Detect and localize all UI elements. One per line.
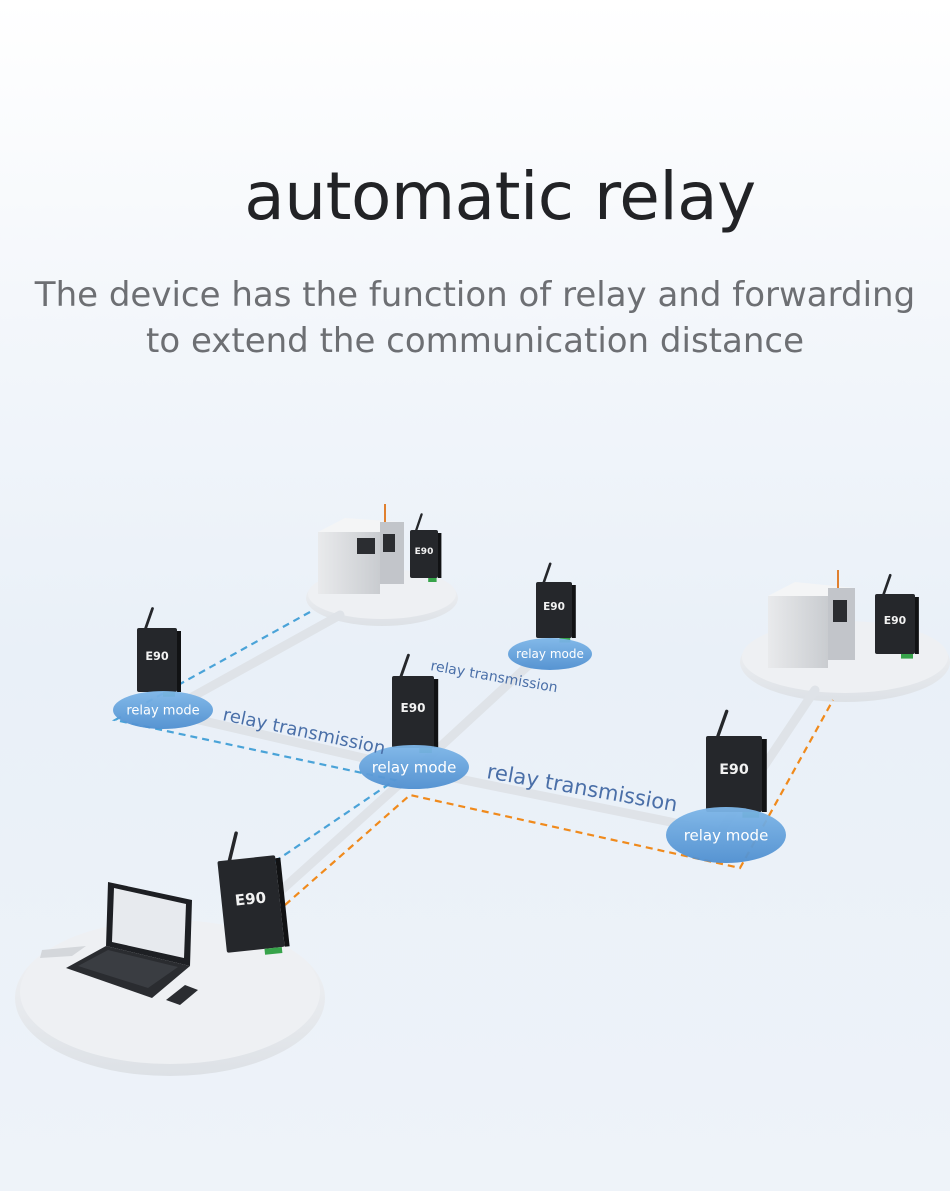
relay-mode-label: relay mode xyxy=(126,704,199,719)
page-subtitle: The device has the function of relay and… xyxy=(0,272,950,364)
relay-mode-bubble: relay mode xyxy=(666,807,786,863)
phone xyxy=(166,985,198,1005)
subtitle-line-2: to extend the communication distance xyxy=(146,321,804,361)
e90-device-label: E90 xyxy=(415,547,434,557)
dashed-path-orange xyxy=(284,699,834,906)
relay-mode-label: relay mode xyxy=(372,758,457,776)
relay-mode-bubble: relay mode xyxy=(359,745,469,789)
e90-device: E90 xyxy=(392,653,439,753)
dashed-path-blue xyxy=(111,611,398,876)
e90-device: E90 xyxy=(137,607,181,697)
industrial-machine-right xyxy=(768,570,855,668)
e90-device-label: E90 xyxy=(719,762,749,778)
e90-device-label: E90 xyxy=(234,888,267,909)
relay-mode-label: relay mode xyxy=(684,826,769,844)
e90-device: E90 xyxy=(706,709,767,818)
subtitle-line-1: The device has the function of relay and… xyxy=(34,275,916,315)
e90-device: E90 xyxy=(875,573,919,659)
e90-device-label: E90 xyxy=(884,614,906,627)
e90-device: E90 xyxy=(410,513,442,582)
e90-device: E90 xyxy=(536,562,576,643)
relay-mode-bubble: relay mode xyxy=(113,691,213,729)
laptop xyxy=(40,882,192,998)
relay-mode-label: relay mode xyxy=(516,647,584,661)
e90-device-label: E90 xyxy=(145,650,169,663)
e90-device-label: E90 xyxy=(543,601,565,613)
industrial-machine-top xyxy=(318,504,404,594)
relay-mode-bubble: relay mode xyxy=(508,638,592,670)
e90-device-label: E90 xyxy=(401,701,426,715)
page-title: automatic relay xyxy=(244,158,756,235)
e90-device: E90 xyxy=(217,831,290,955)
